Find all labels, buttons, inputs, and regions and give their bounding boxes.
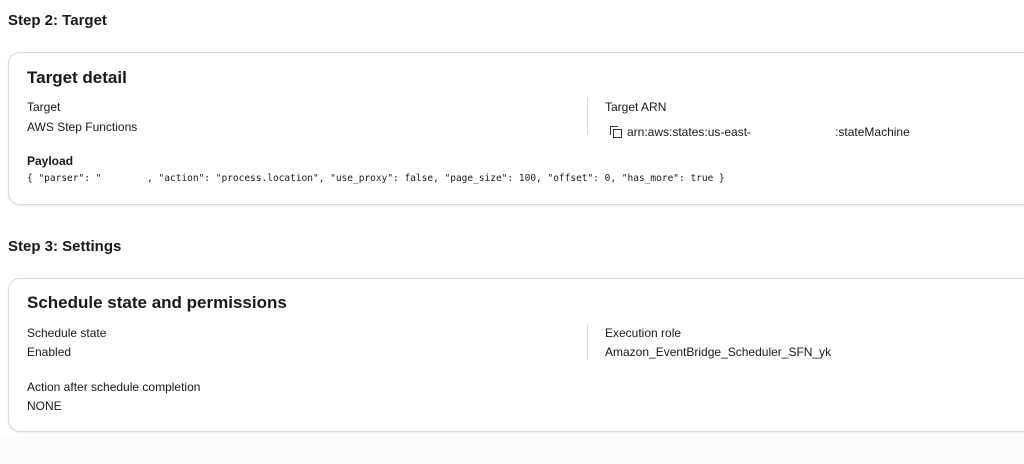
schedule-state-label: Schedule state [27, 326, 107, 340]
schedule-state-card: Schedule state and permissions Schedule … [8, 278, 1024, 432]
arn-start: arn:aws:states:us-east- [627, 125, 752, 139]
page-bottom [0, 436, 1024, 464]
schedule-state-value: Enabled [27, 345, 72, 359]
divider [587, 324, 588, 360]
divider [587, 98, 588, 134]
step-3-heading: Step 3: Settings [8, 238, 122, 255]
payload-label: Payload [27, 154, 74, 168]
execution-role-value: Amazon_EventBridge_Scheduler_SFN_yk [605, 345, 832, 359]
target-detail-card: Target detail Target AWS Step Functions … [8, 52, 1024, 205]
target-arn-value: arn:aws:states:us-east- :stateMachine [610, 125, 910, 139]
target-arn-label: Target ARN [605, 100, 667, 114]
target-value: AWS Step Functions [27, 120, 138, 134]
copy-icon[interactable] [610, 126, 622, 138]
card-title: Target detail [27, 68, 127, 87]
card-title: Schedule state and permissions [27, 293, 287, 312]
action-after-completion-value: NONE [27, 399, 62, 413]
arn-end: :stateMachine [835, 125, 910, 139]
execution-role-label: Execution role [605, 326, 682, 340]
target-label: Target [27, 100, 61, 114]
step-2-heading: Step 2: Target [8, 12, 107, 29]
payload-value: { "parser": " , "action": "process.locat… [27, 173, 725, 184]
action-after-completion-label: Action after schedule completion [27, 380, 201, 394]
